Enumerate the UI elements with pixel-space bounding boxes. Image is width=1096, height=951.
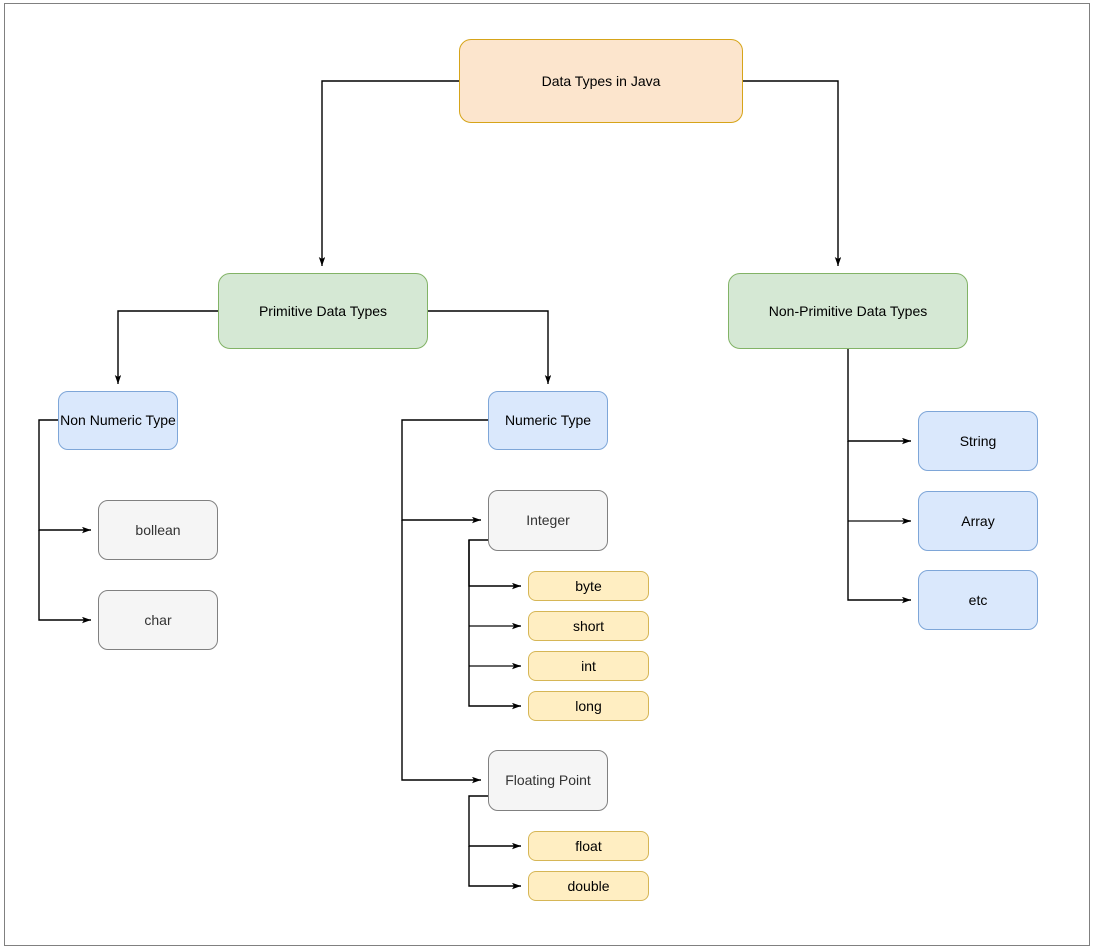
node-float[interactable]: float: [528, 831, 649, 861]
node-long[interactable]: long: [528, 691, 649, 721]
edge-root-to-primitive: [318, 80, 459, 266]
node-label: double: [567, 877, 610, 894]
node-non-primitive-data-types[interactable]: Non-Primitive Data Types: [728, 273, 968, 349]
node-label: float: [575, 837, 602, 854]
node-char[interactable]: char: [98, 590, 218, 650]
node-label: Non-Primitive Data Types: [768, 302, 928, 319]
connector-paths: [38, 80, 911, 890]
node-string[interactable]: String: [918, 411, 1038, 471]
edge-primitive-to-non_numeric: [114, 310, 218, 384]
node-etc[interactable]: etc: [918, 570, 1038, 630]
node-label: etc: [968, 591, 988, 608]
node-label: Integer: [526, 512, 570, 529]
node-label: Primitive Data Types: [258, 302, 388, 319]
node-label: bollean: [135, 521, 181, 538]
edge-floating_point-to-double: [468, 846, 521, 890]
node-non-numeric-type[interactable]: Non Numeric Type: [58, 391, 178, 450]
edge-primitive-to-numeric: [428, 310, 552, 384]
node-bollean[interactable]: bollean: [98, 500, 218, 560]
node-integer[interactable]: Integer: [488, 490, 608, 551]
node-data-types-in-java[interactable]: Data Types in Java: [459, 39, 743, 123]
edge-root-to-non_primitive: [743, 80, 842, 266]
node-label: Numeric Type: [504, 412, 592, 429]
node-numeric-type[interactable]: Numeric Type: [488, 391, 608, 450]
node-byte[interactable]: byte: [528, 571, 649, 601]
node-floating-point[interactable]: Floating Point: [488, 750, 608, 811]
edge-integer-to-long: [468, 540, 521, 710]
node-double[interactable]: double: [528, 871, 649, 901]
node-array[interactable]: Array: [918, 491, 1038, 551]
node-label: short: [572, 617, 605, 634]
node-primitive-data-types[interactable]: Primitive Data Types: [218, 273, 428, 349]
node-label: String: [959, 432, 997, 449]
node-label: int: [581, 657, 596, 674]
node-label: byte: [575, 577, 602, 594]
edge-numeric-to-floating_point: [401, 520, 481, 784]
node-label: Non Numeric Type: [60, 412, 176, 429]
edge-non_primitive-to-etc: [847, 441, 911, 604]
node-label: Floating Point: [505, 772, 591, 789]
edge-numeric-to-integer: [401, 419, 488, 524]
node-label: Data Types in Java: [541, 72, 661, 89]
edge-non_numeric-to-char: [38, 530, 91, 624]
node-int[interactable]: int: [528, 651, 649, 681]
node-label: char: [144, 611, 172, 628]
node-label: long: [575, 697, 602, 714]
node-short[interactable]: short: [528, 611, 649, 641]
edge-non_primitive-to-string: [847, 349, 911, 445]
node-label: Array: [961, 512, 995, 529]
